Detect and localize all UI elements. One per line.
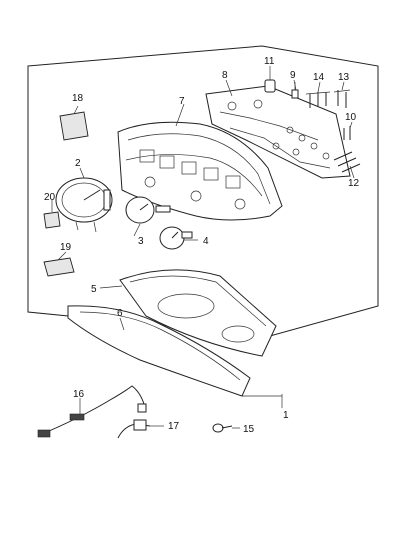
part-13-screws xyxy=(333,89,351,108)
part-19-plate xyxy=(43,257,75,277)
leader-lines xyxy=(51,66,355,429)
callout-19: 19 xyxy=(60,242,72,253)
callout-7: 7 xyxy=(179,96,185,107)
callout-17: 17 xyxy=(168,421,180,432)
part-11-bulb-socket xyxy=(264,70,276,93)
callout-20: 20 xyxy=(44,192,56,203)
callout-6: 6 xyxy=(117,308,123,319)
part-18-plate xyxy=(59,111,89,141)
part-20-plate xyxy=(43,211,61,229)
part-15-screw xyxy=(212,423,233,433)
callout-16: 16 xyxy=(73,389,85,400)
callout-5: 5 xyxy=(91,284,97,295)
part-2-speedometer xyxy=(55,177,113,233)
callout-18: 18 xyxy=(72,93,84,104)
callout-labels: 1 2 3 4 5 6 7 8 9 10 11 12 13 14 15 16 1… xyxy=(44,56,360,435)
callout-1: 1 xyxy=(283,410,289,421)
callout-15: 15 xyxy=(243,424,255,435)
part-8-circuit-board xyxy=(205,85,351,179)
part-16-speedometer-cable xyxy=(37,385,147,438)
part-14-screws xyxy=(305,91,331,108)
assembly-outline-frame xyxy=(27,45,379,337)
callout-13: 13 xyxy=(338,72,350,83)
part-5-front-panel xyxy=(119,269,277,357)
callout-3: 3 xyxy=(138,236,144,247)
part-4-gauge xyxy=(159,226,193,250)
part-10-screws xyxy=(343,126,351,140)
callout-14: 14 xyxy=(313,72,325,83)
part-3-gauge xyxy=(125,196,171,224)
callout-10: 10 xyxy=(345,112,357,123)
callout-9: 9 xyxy=(290,70,296,81)
part-7-cluster-housing xyxy=(117,121,283,221)
callout-8: 8 xyxy=(222,70,228,81)
callout-4: 4 xyxy=(203,236,209,247)
part-17-connector xyxy=(117,419,151,439)
callout-12: 12 xyxy=(348,178,360,189)
callout-11: 11 xyxy=(264,56,275,67)
callout-2: 2 xyxy=(75,158,81,169)
